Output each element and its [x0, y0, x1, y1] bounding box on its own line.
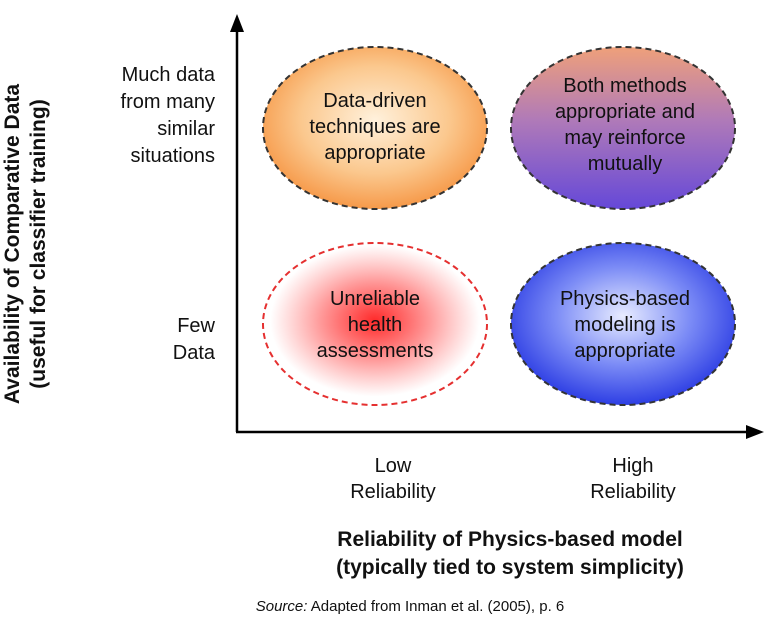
- y-tick-few-data-line-2: Data: [172, 342, 215, 364]
- x-tick-low-line-1: Low: [374, 455, 412, 477]
- y-tick-much-data-line-4: situations: [130, 145, 216, 167]
- bubble-physics-based: [510, 242, 736, 406]
- label-physics-based-line-1: Physics-based: [559, 288, 691, 310]
- y-tick-much-data-line-1: Much data: [121, 64, 215, 86]
- label-data-driven-line-1: Data-driven: [323, 90, 427, 112]
- label-unreliable: Unreliable health assessments: [275, 286, 475, 364]
- x-axis-arrowhead: [746, 425, 764, 439]
- source-label: Source:: [255, 598, 308, 615]
- bubble-unreliable: [262, 242, 488, 406]
- y-tick-much-data: Much data from many similar situations: [55, 62, 215, 170]
- bubble-data-driven: [262, 46, 488, 210]
- label-both-methods-line-1: Both methods: [563, 75, 687, 97]
- label-both-methods-line-3: may reinforce: [564, 127, 686, 149]
- x-tick-high-reliability: High Reliability: [553, 453, 713, 505]
- x-tick-low-line-2: Reliability: [350, 481, 436, 503]
- x-tick-low-reliability: Low Reliability: [313, 453, 473, 505]
- label-both-methods-line-2: appropriate and: [554, 101, 696, 123]
- x-axis-title-line-2: (typically tied to system simplicity): [336, 556, 684, 579]
- label-physics-based: Physics-based modeling is appropriate: [515, 286, 735, 364]
- label-physics-based-line-2: modeling is: [574, 314, 676, 336]
- x-axis-title-line-1: Reliability of Physics-based model: [337, 528, 683, 551]
- label-unreliable-line-2: health: [347, 314, 403, 336]
- label-data-driven: Data-driven techniques are appropriate: [275, 88, 475, 166]
- y-axis-title: Availability of Comparative Data (useful…: [0, 84, 52, 404]
- x-tick-high-line-1: High: [612, 455, 654, 477]
- y-axis-title-line-2: (useful for classifier training): [27, 99, 50, 389]
- source-text: Adapted from Inman et al. (2005), p. 6: [307, 598, 565, 615]
- label-data-driven-line-2: techniques are: [309, 116, 441, 138]
- y-tick-much-data-line-3: similar: [157, 118, 215, 140]
- label-unreliable-line-1: Unreliable: [329, 288, 421, 310]
- label-data-driven-line-3: appropriate: [324, 142, 426, 164]
- label-both-methods: Both methods appropriate and may reinfor…: [515, 73, 735, 177]
- y-tick-few-data-line-1: Few: [177, 315, 215, 337]
- y-tick-few-data: Few Data: [55, 313, 215, 367]
- x-axis-title: Reliability of Physics-based model (typi…: [270, 526, 750, 582]
- y-axis-title-line-1: Availability of Comparative Data: [1, 83, 24, 405]
- label-unreliable-line-3: assessments: [316, 340, 434, 362]
- x-tick-high-line-2: Reliability: [590, 481, 676, 503]
- y-axis-arrowhead: [230, 14, 244, 32]
- label-both-methods-line-4: mutually: [587, 153, 663, 175]
- bubble-both-methods: [510, 46, 736, 210]
- label-physics-based-line-3: appropriate: [574, 340, 676, 362]
- source-note: Source: Adapted from Inman et al. (2005)…: [200, 598, 620, 615]
- y-tick-much-data-line-2: from many: [120, 91, 215, 113]
